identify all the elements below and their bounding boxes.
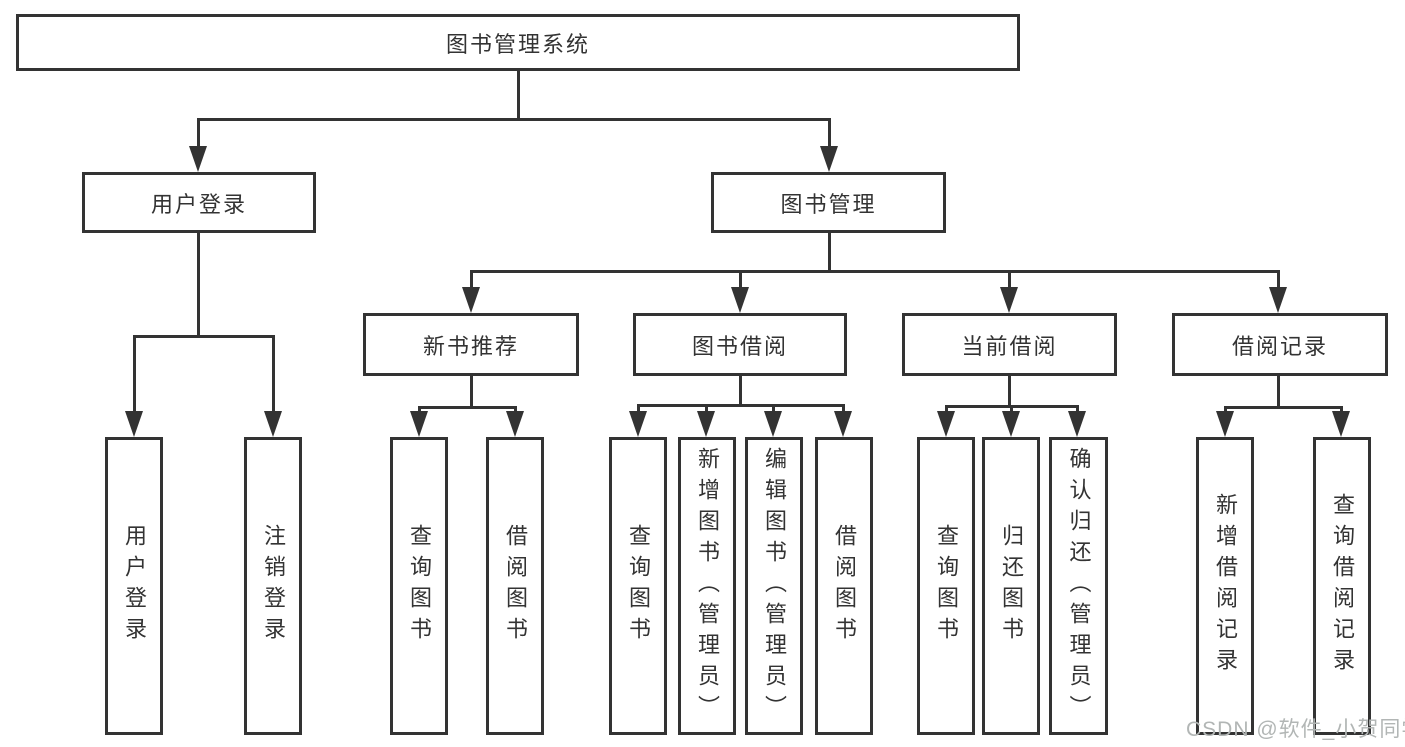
arrowhead-logout-leaf [264, 411, 282, 437]
connector-book-borrow-stem [739, 376, 742, 404]
arrowhead-borrow-record-leaf1 [1216, 411, 1234, 437]
node-new-book: 新书推荐 [363, 313, 579, 376]
connector-user-login-stem [197, 233, 200, 335]
leaf-current-return-label: 归还图书 [999, 524, 1024, 648]
node-book-borrow-label: 图书借阅 [691, 333, 788, 359]
connector-borrow-record-split [1224, 406, 1343, 409]
leaf-logout: 注销登录 [244, 437, 302, 735]
leaf-borrow-query: 查询图书 [609, 437, 667, 735]
leaf-borrow-query-label: 查询图书 [626, 524, 651, 648]
connector-current-borrow-leaf2 [1010, 405, 1013, 413]
leaf-record-query-label: 查询借阅记录 [1330, 493, 1355, 679]
connector-to-user-login [197, 118, 200, 148]
connector-book-borrow-leaf3 [772, 404, 775, 413]
connector-new-book-split [418, 406, 517, 409]
connector-current-borrow-leaf1 [945, 405, 948, 413]
leaf-current-confirm-admin: 确认归还（管理员） [1049, 437, 1108, 735]
leaf-newbook-borrow: 借阅图书 [486, 437, 544, 735]
arrowhead-current-borrow [1000, 287, 1018, 313]
node-borrow-record: 借阅记录 [1172, 313, 1388, 376]
connector-to-borrow-record [1277, 270, 1280, 288]
arrowhead-new-book-leaf1 [410, 411, 428, 437]
leaf-newbook-borrow-label: 借阅图书 [503, 524, 528, 648]
connector-to-current-borrow [1008, 270, 1011, 288]
leaf-borrow-borrow: 借阅图书 [815, 437, 873, 735]
leaf-current-return: 归还图书 [982, 437, 1040, 735]
connector-borrow-record-leaf1 [1224, 406, 1227, 413]
node-root: 图书管理系统 [16, 14, 1020, 71]
connector-user-login-split [133, 335, 275, 338]
arrowhead-book-borrow [731, 287, 749, 313]
leaf-newbook-query-label: 查询图书 [407, 524, 432, 648]
node-borrow-record-label: 借阅记录 [1231, 333, 1328, 359]
arrowhead-new-book-leaf2 [506, 411, 524, 437]
leaf-borrow-edit-admin: 编辑图书（管理员） [745, 437, 803, 735]
node-book-mgmt-label: 图书管理 [780, 191, 877, 217]
connector-current-borrow-stem [1008, 376, 1011, 405]
arrowhead-borrow-record [1269, 287, 1287, 313]
arrowhead-current-borrow-leaf1 [937, 411, 955, 437]
leaf-current-query: 查询图书 [917, 437, 975, 735]
connector-to-book-borrow [739, 270, 742, 288]
arrowhead-login-leaf [125, 411, 143, 437]
connector-book-mgmt-stem [828, 233, 831, 273]
leaf-borrow-add-admin-label: 新增图书（管理员） [695, 446, 720, 726]
node-root-label: 图书管理系统 [445, 31, 590, 57]
connector-level2-split [197, 118, 831, 121]
leaf-borrow-add-admin: 新增图书（管理员） [678, 437, 736, 735]
connector-to-new-book [470, 270, 473, 288]
connector-new-book-leaf2 [514, 406, 517, 413]
leaf-record-add-label: 新增借阅记录 [1213, 493, 1238, 679]
connector-new-book-stem [470, 376, 473, 406]
arrowhead-book-mgmt [820, 146, 838, 172]
leaf-user-login: 用户登录 [105, 437, 163, 735]
arrowhead-book-borrow-leaf3 [764, 411, 782, 437]
connector-book-borrow-leaf4 [842, 404, 845, 413]
leaf-record-add: 新增借阅记录 [1196, 437, 1254, 735]
connector-new-book-leaf1 [418, 406, 421, 413]
leaf-borrow-edit-admin-label: 编辑图书（管理员） [762, 446, 787, 726]
node-book-borrow: 图书借阅 [633, 313, 847, 376]
arrowhead-new-book [462, 287, 480, 313]
connector-book-borrow-split [637, 404, 845, 407]
leaf-newbook-query: 查询图书 [390, 437, 448, 735]
arrowhead-current-borrow-leaf2 [1002, 411, 1020, 437]
connector-to-book-mgmt [828, 118, 831, 148]
connector-current-borrow-leaf3 [1076, 405, 1079, 413]
connector-borrow-record-stem [1277, 376, 1280, 406]
leaf-record-query: 查询借阅记录 [1313, 437, 1371, 735]
node-current-borrow-label: 当前借阅 [961, 333, 1058, 359]
connector-to-logout-leaf [272, 335, 275, 412]
leaf-borrow-borrow-label: 借阅图书 [832, 524, 857, 648]
connector-root-stem [517, 70, 520, 118]
arrowhead-book-borrow-leaf1 [629, 411, 647, 437]
arrowhead-user-login [189, 146, 207, 172]
connector-book-borrow-leaf2 [705, 404, 708, 413]
arrowhead-current-borrow-leaf3 [1068, 411, 1086, 437]
connector-to-login-leaf [133, 335, 136, 412]
node-user-login: 用户登录 [82, 172, 316, 233]
connector-book-borrow-leaf1 [637, 404, 640, 413]
node-user-login-label: 用户登录 [150, 191, 247, 217]
arrowhead-book-borrow-leaf2 [697, 411, 715, 437]
connector-borrow-record-leaf2 [1340, 406, 1343, 413]
arrowhead-book-borrow-leaf4 [834, 411, 852, 437]
node-current-borrow: 当前借阅 [902, 313, 1117, 376]
leaf-user-login-label: 用户登录 [122, 524, 147, 648]
connector-level3-split [470, 270, 1280, 273]
node-book-mgmt: 图书管理 [711, 172, 946, 233]
leaf-current-query-label: 查询图书 [934, 524, 959, 648]
leaf-logout-label: 注销登录 [261, 524, 286, 648]
arrowhead-borrow-record-leaf2 [1332, 411, 1350, 437]
leaf-current-confirm-admin-label: 确认归还（管理员） [1066, 446, 1092, 726]
node-new-book-label: 新书推荐 [422, 333, 519, 359]
csdn-watermark: CSDN @软件_小贺同学 [1186, 718, 1405, 741]
